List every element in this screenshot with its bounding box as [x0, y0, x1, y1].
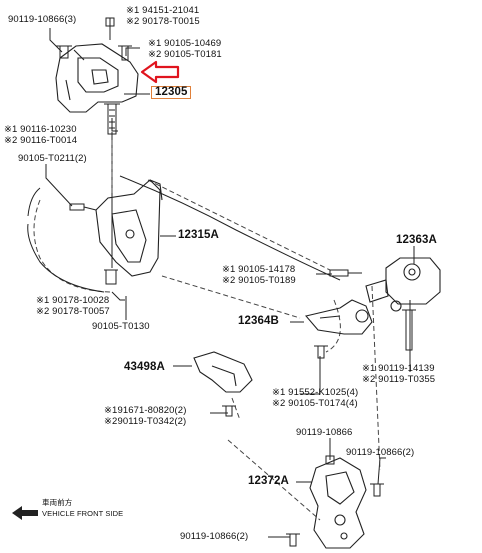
part-label: 90119-10866(2) [180, 531, 249, 542]
part-label: ※1 90178-10028 [36, 295, 110, 306]
engine-mount-bracket-12305 [55, 43, 139, 113]
part-label: 90105-T0211(2) [18, 153, 87, 164]
part-label: 90119-10866 [296, 427, 353, 438]
leader-line [49, 28, 63, 53]
part-label: ※1 90105-14178 [222, 264, 296, 275]
part-label: 12315A [178, 229, 219, 241]
leader-line [300, 356, 321, 395]
leader-line [125, 47, 140, 56]
plate-43498A [193, 351, 253, 393]
part-label: ※1 90105-10469 [148, 38, 222, 49]
part-label: ※1 90119-14139 [362, 363, 435, 374]
part-label: 12363A [396, 234, 437, 246]
leader-line [111, 118, 118, 132]
part-label: 12364B [238, 315, 279, 327]
part-label: ※1 91552-K1025(4) [272, 387, 359, 398]
part-label: 12372A [248, 475, 289, 487]
part-label: ※2 90105-T0181 [148, 49, 222, 60]
part-label: ※2 90105-T0174(4) [272, 398, 358, 409]
vehicle-front-label-jp: 車両前方 [42, 498, 73, 507]
bracket-12372A [309, 457, 367, 549]
mount-12363A [365, 257, 441, 312]
part-label: 90119-10866(3) [8, 14, 77, 25]
part-label: 90119-10866(2) [346, 447, 415, 458]
part-label: ※191671-80820(2) [104, 405, 187, 416]
bracket-12315A [95, 179, 163, 277]
vehicle-front-arrow-icon [12, 506, 38, 520]
bracket-12364B [304, 299, 373, 335]
part-label: ※2 90116-T0014 [4, 135, 78, 146]
part-label: ※2 90178-T0015 [126, 16, 200, 27]
highlighted-part-label: 12305 [151, 86, 192, 99]
leader-line [45, 164, 73, 207]
leader-line [377, 457, 386, 485]
part-label: ※1 94151-21041 [126, 5, 200, 16]
part-label: ※290119-T0342(2) [104, 416, 187, 427]
part-label: ※2 90178-T0057 [36, 306, 110, 317]
highlight-arrow-icon [140, 60, 180, 84]
part-label: ※2 90105-T0189 [222, 275, 296, 286]
part-label: 43498A [124, 361, 165, 373]
vehicle-front-label: VEHICLE FRONT SIDE [42, 509, 124, 518]
part-label: ※1 90116-10230 [4, 124, 77, 135]
part-label: ※2 90119-T0355 [362, 374, 436, 385]
part-label: 90105-T0130 [92, 321, 150, 332]
leader-line [111, 291, 125, 301]
